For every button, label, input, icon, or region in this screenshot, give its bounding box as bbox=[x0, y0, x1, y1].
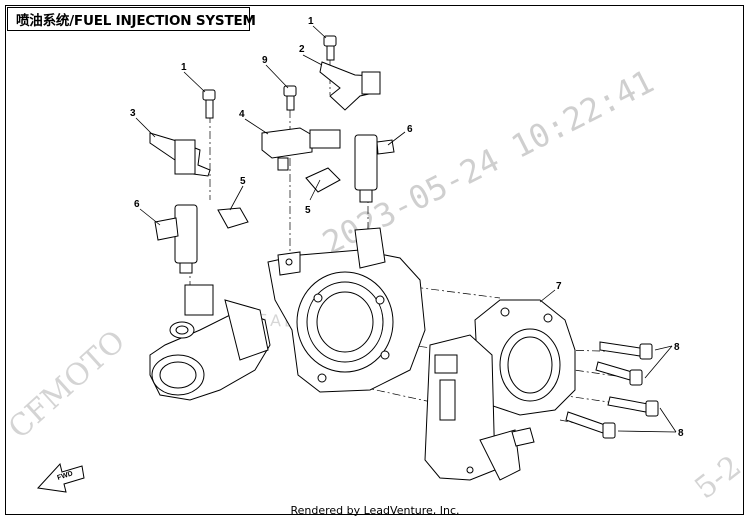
bolts-8 bbox=[565, 341, 659, 439]
leader-lines bbox=[135, 25, 677, 433]
watermark-corner: 5-2 bbox=[688, 449, 748, 506]
clips-5 bbox=[217, 167, 341, 229]
diagram-title: 喷油系统/FUEL INJECTION SYSTEM bbox=[16, 13, 256, 29]
title-box: 喷油系统/FUEL INJECTION SYSTEM bbox=[7, 7, 256, 31]
callout-5a: 5 bbox=[240, 176, 246, 187]
bolts-1-9 bbox=[202, 35, 337, 119]
callout-8b: 8 bbox=[678, 428, 684, 439]
callout-2: 2 bbox=[299, 44, 305, 55]
footer-credit: Rendered by LeadVenture, Inc. bbox=[290, 504, 460, 517]
throttle-body bbox=[424, 299, 576, 481]
callout-6b: 6 bbox=[134, 199, 140, 210]
callout-3: 3 bbox=[130, 108, 136, 119]
callout-4: 4 bbox=[239, 109, 245, 120]
callout-9: 9 bbox=[262, 55, 268, 66]
callout-8a: 8 bbox=[674, 342, 680, 353]
pressure-sensor-4 bbox=[261, 127, 341, 171]
injectors-6 bbox=[154, 134, 395, 274]
diagram-frame bbox=[5, 5, 744, 515]
fwd-label: FWD bbox=[56, 470, 73, 482]
throttle-housing bbox=[267, 227, 426, 393]
callouts: 1 1 2 3 4 5 5 6 6 7 8 8 9 bbox=[130, 16, 684, 439]
callout-1a: 1 bbox=[181, 62, 187, 73]
fwd-arrow-icon: FWD bbox=[36, 462, 85, 493]
callout-1b: 1 bbox=[308, 16, 314, 27]
intake-elbow bbox=[149, 284, 271, 401]
fuel-fittings bbox=[149, 61, 381, 177]
callout-6a: 6 bbox=[407, 124, 413, 135]
callout-7: 7 bbox=[556, 281, 562, 292]
callout-5b: 5 bbox=[305, 205, 311, 216]
watermark-brand: CFMOTO bbox=[2, 324, 132, 446]
